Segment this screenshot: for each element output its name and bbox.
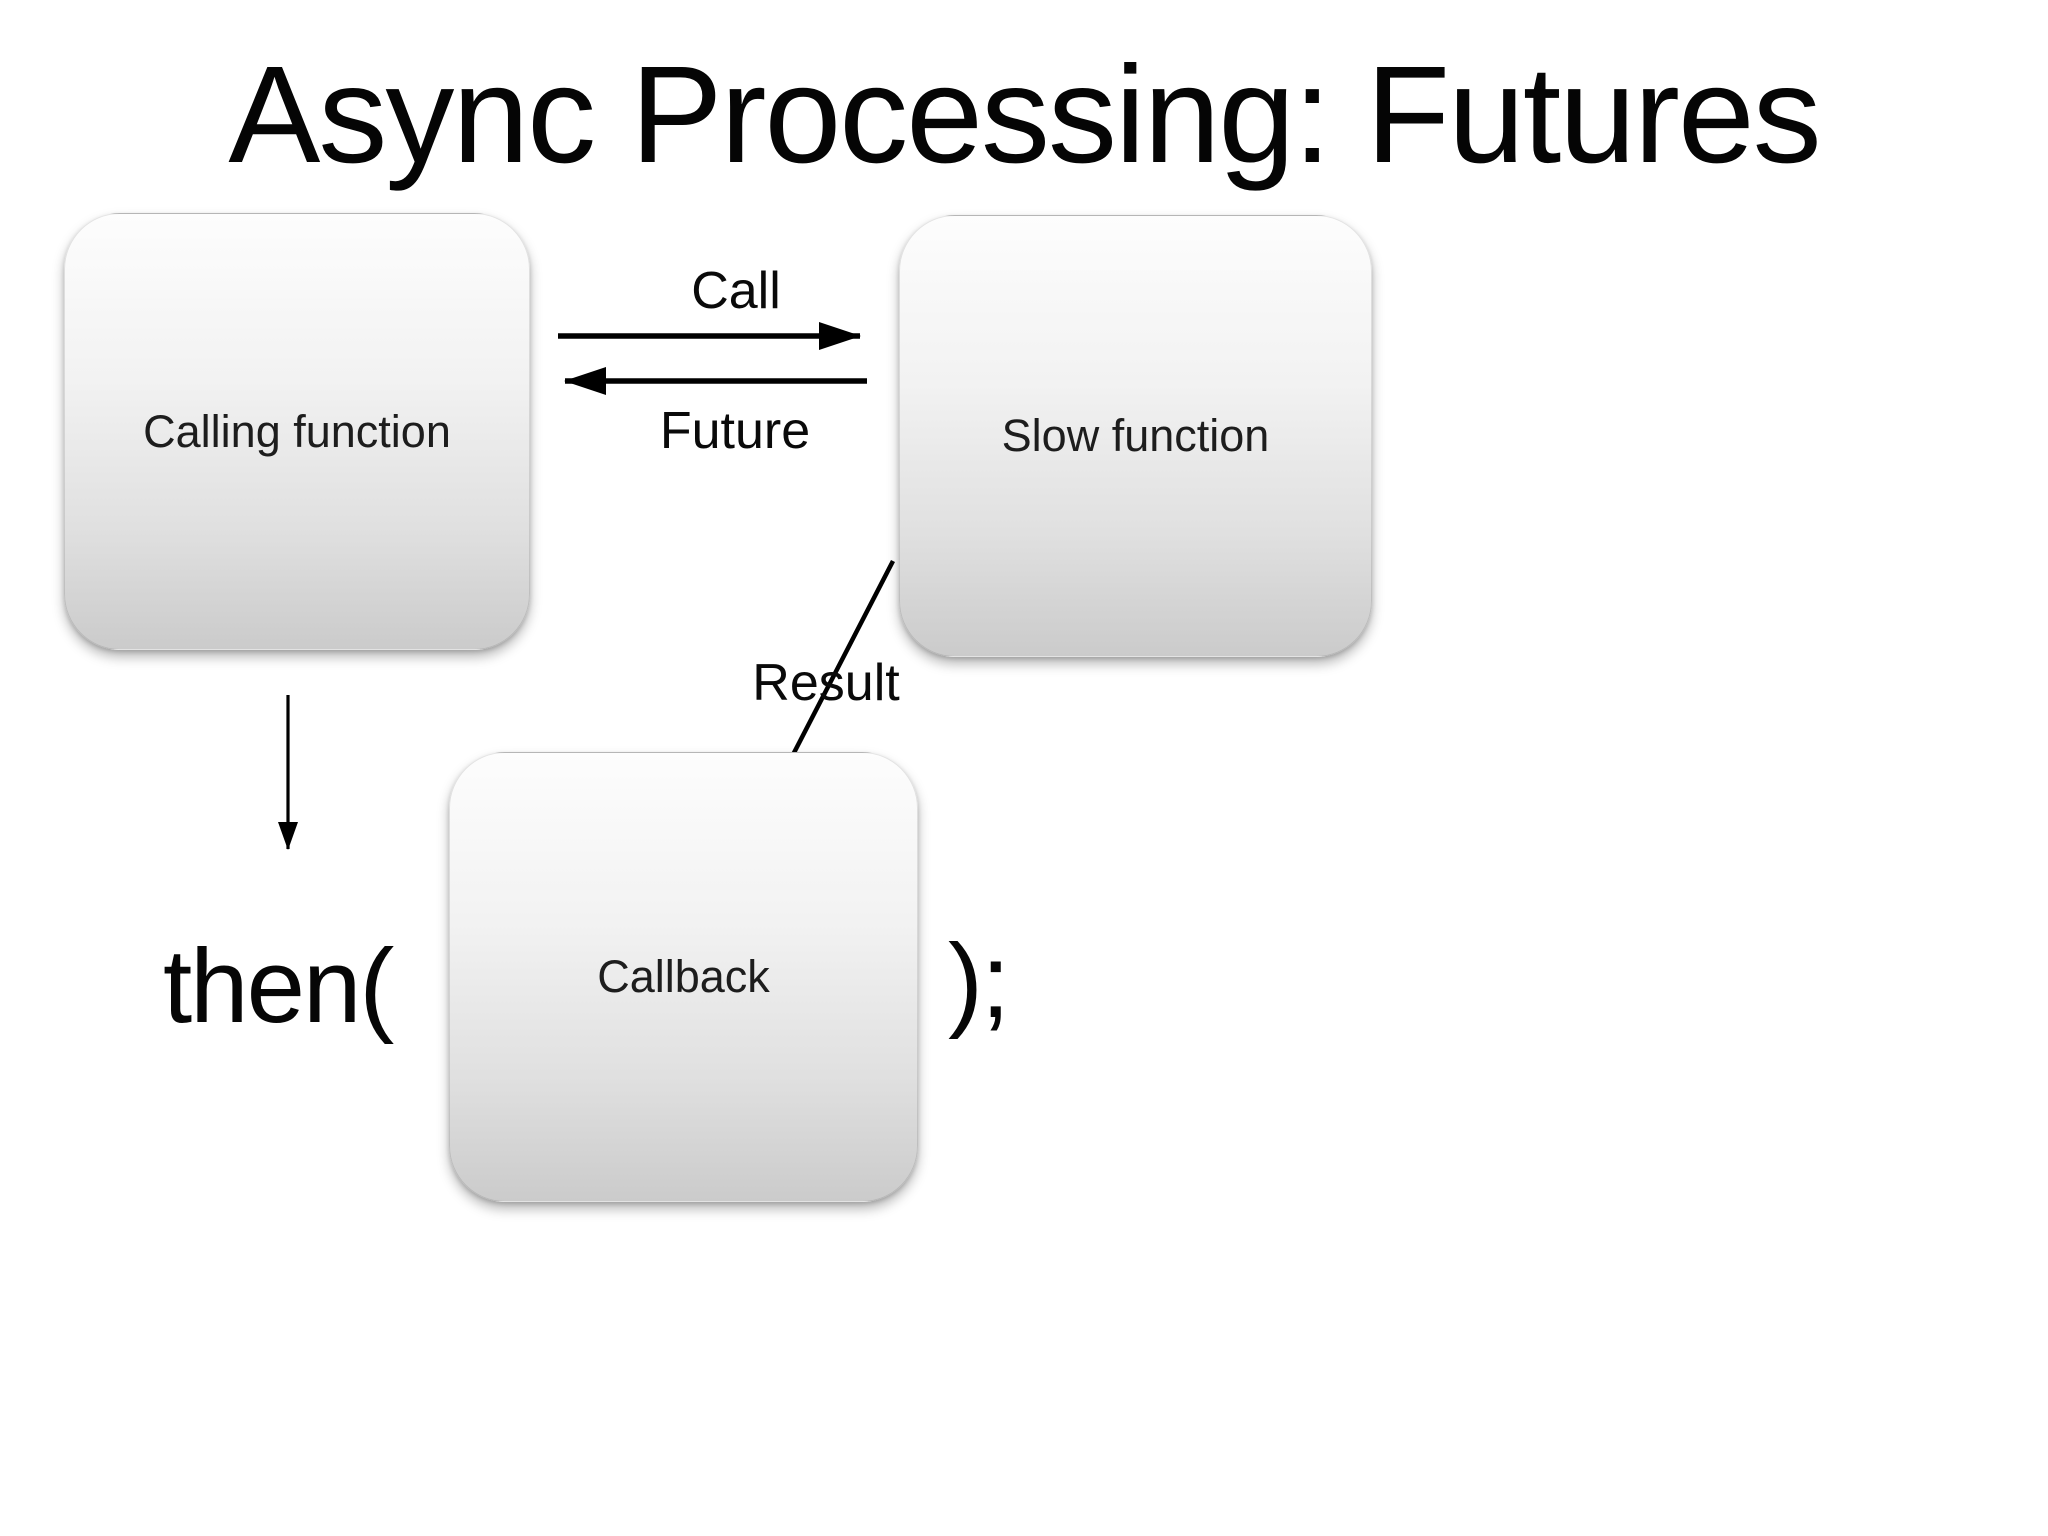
callback-box: Callback [449,752,918,1202]
slow-function-box: Slow function [899,215,1372,657]
result-arrow-label: Result [752,654,900,712]
slow-function-label: Slow function [1001,410,1270,461]
future-arrow-label: Future [659,402,811,460]
close-paren-semicolon-text: ); [948,923,1010,1040]
call-arrow-label: Call [691,262,781,320]
calling-function-box: Calling function [64,213,530,650]
slide-title: Async Processing: Futures [228,38,1821,192]
calling-function-label: Calling function [143,405,451,457]
then-open-paren-text: then( [163,928,394,1045]
callback-label: Callback [597,951,770,1002]
